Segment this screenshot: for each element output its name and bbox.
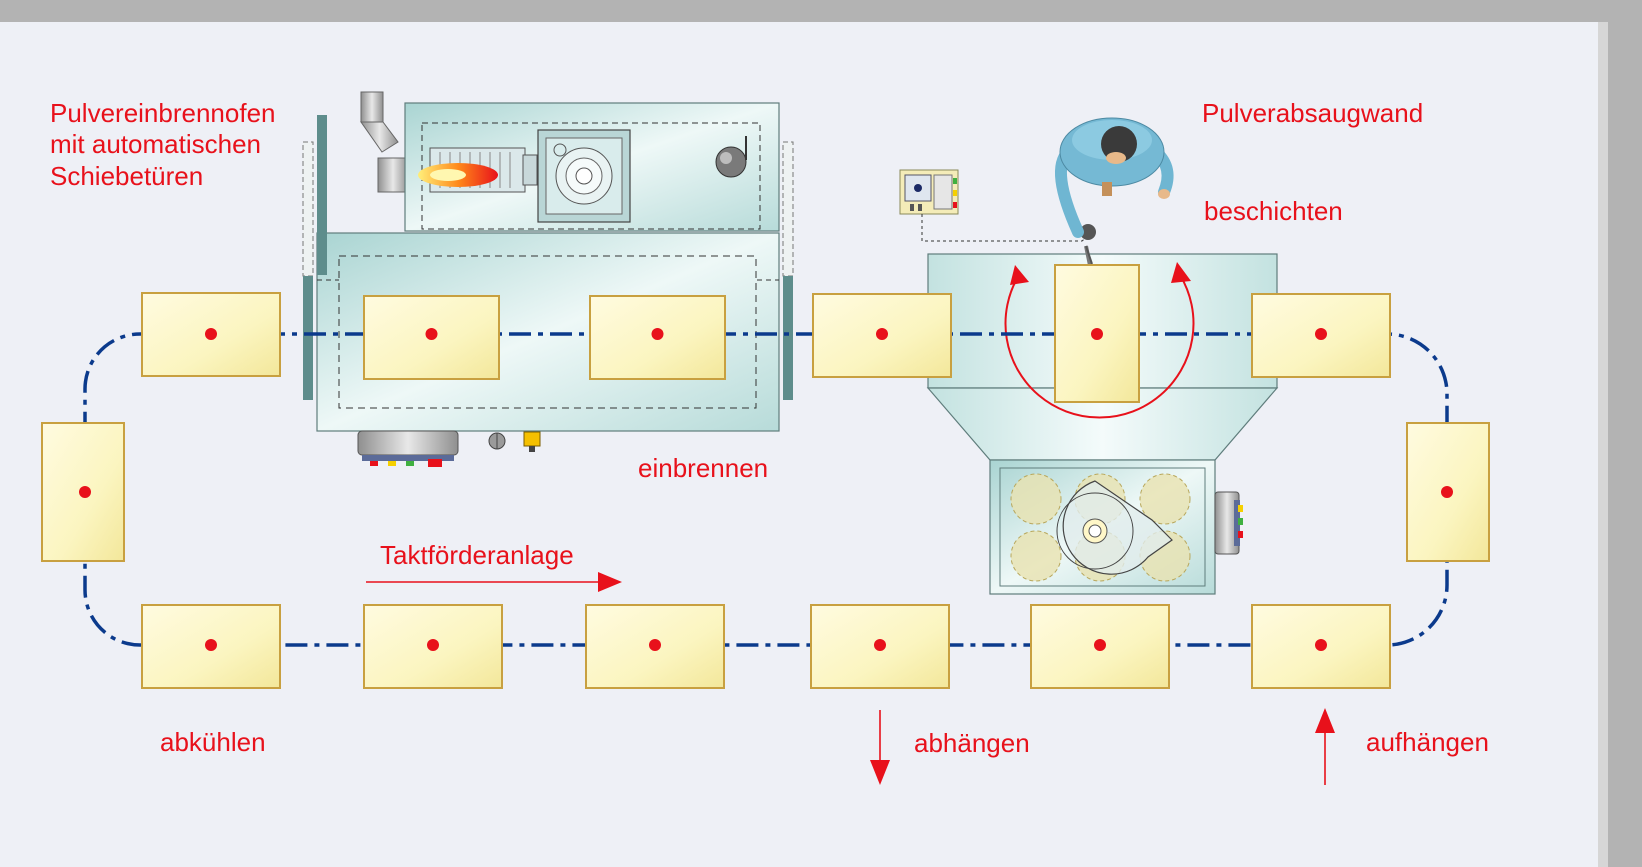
conveyor-label: Taktförderanlage	[380, 540, 574, 570]
oven-control-panel	[357, 430, 541, 467]
sliding-door-left	[302, 115, 327, 400]
control-panel-icon	[899, 169, 1089, 242]
coating-label: beschichten	[1204, 196, 1343, 226]
chimney-pipe	[360, 91, 409, 193]
hook-point-11	[874, 639, 886, 651]
hook-point-6	[79, 486, 91, 498]
loading-arrow	[1315, 708, 1335, 785]
hook-point-2	[425, 328, 438, 340]
coating-workpiece	[1054, 264, 1140, 403]
cooling-label: abkühlen	[160, 727, 266, 757]
hook-point-10	[649, 639, 661, 651]
curing-label: einbrennen	[638, 453, 768, 483]
loading-label: aufhängen	[1366, 727, 1489, 757]
hook-point-7	[1441, 486, 1453, 498]
curing-oven	[302, 91, 794, 467]
hook-point-5	[1315, 328, 1327, 340]
unloading-arrow	[870, 710, 890, 785]
hook-point-9	[427, 639, 439, 651]
booth-fan-icon	[1056, 480, 1173, 575]
hook-point-4	[876, 328, 888, 340]
hook-point-8	[205, 639, 217, 651]
operator-icon	[1054, 117, 1174, 281]
oven-label-line2: mit automatischen	[50, 129, 261, 159]
fan-icon	[537, 129, 631, 223]
hook-point-13	[1315, 639, 1327, 651]
carriers	[41, 292, 1490, 689]
hook-point-3	[651, 328, 664, 340]
powder-booth	[926, 253, 1279, 595]
booth-label: Pulverabsaugwand	[1202, 98, 1423, 128]
burner	[418, 147, 538, 193]
sliding-door-right	[782, 141, 794, 400]
hook-point-1	[205, 328, 217, 340]
unloading-label: abhängen	[914, 728, 1030, 758]
oven-label-line3: Schiebetüren	[50, 161, 203, 191]
oven-label-line1: Pulvereinbrennofen	[50, 98, 276, 128]
hook-point-12	[1094, 639, 1106, 651]
booth-control-panel	[1214, 491, 1243, 555]
